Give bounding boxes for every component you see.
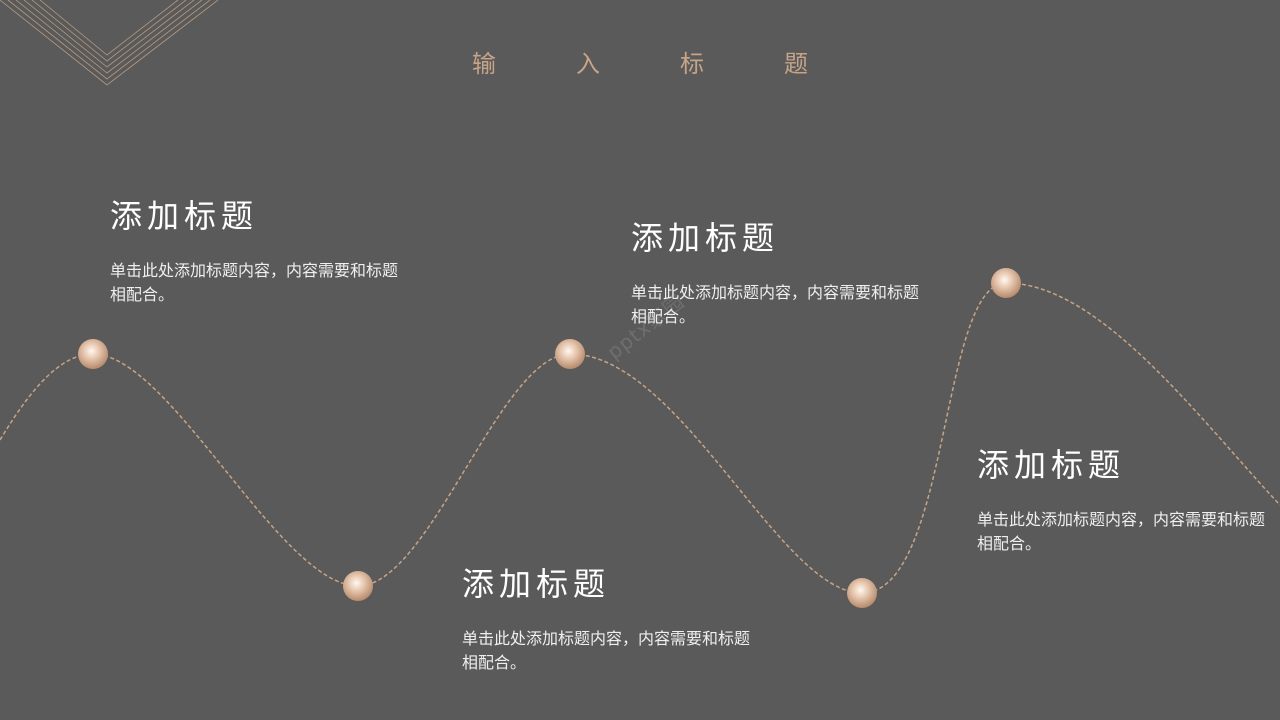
- block-body: 单击此处添加标题内容，内容需要和标题相配合。: [631, 283, 920, 327]
- block-title: 添加标题: [631, 219, 780, 257]
- block-body: 单击此处添加标题内容，内容需要和标题相配合。: [977, 510, 1266, 554]
- block-title: 添加标题: [110, 197, 259, 235]
- text-block-4: 添加标题 单击此处添加标题内容，内容需要和标题相配合。: [977, 446, 1277, 556]
- text-block-3: 添加标题 单击此处添加标题内容，内容需要和标题相配合。: [462, 565, 762, 675]
- text-block-2: 添加标题 单击此处添加标题内容，内容需要和标题相配合。: [631, 219, 931, 329]
- pearl-node: [343, 571, 373, 601]
- chevron-lines-decoration: [0, 0, 219, 86]
- pearl-node: [847, 578, 877, 608]
- pearl-node: [78, 339, 108, 369]
- page-title: 输入标题: [472, 50, 888, 78]
- block-title: 添加标题: [462, 565, 611, 603]
- text-block-1: 添加标题 单击此处添加标题内容，内容需要和标题相配合。: [110, 197, 410, 307]
- pearl-node: [991, 268, 1021, 298]
- block-body: 单击此处添加标题内容，内容需要和标题相配合。: [462, 629, 751, 673]
- pearl-node: [555, 339, 585, 369]
- block-title: 添加标题: [977, 446, 1126, 484]
- block-body: 单击此处添加标题内容，内容需要和标题相配合。: [110, 261, 399, 305]
